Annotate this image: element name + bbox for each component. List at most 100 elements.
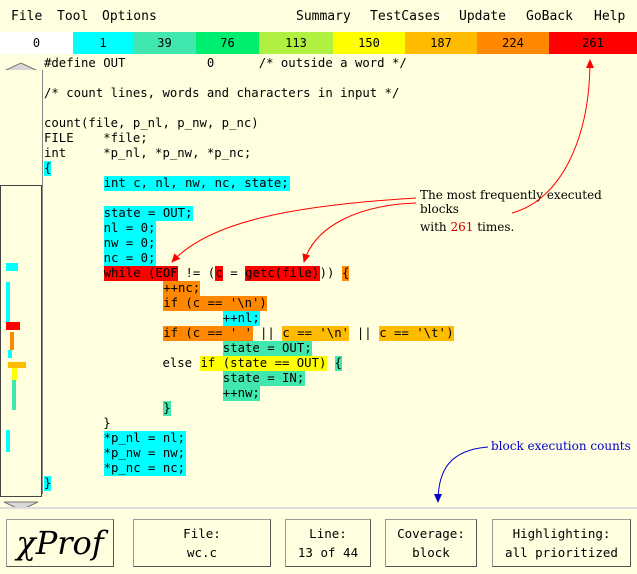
- executed-block: if (c == ' ': [163, 326, 253, 341]
- minimap-block: [10, 332, 14, 350]
- legend-cell-150: 150: [333, 32, 405, 54]
- code-text: )): [319, 266, 342, 280]
- minimap-block: [6, 263, 18, 271]
- scrollbar-track[interactable]: [0, 70, 43, 497]
- legend-cell-39: 39: [133, 32, 196, 54]
- file-panel[interactable]: File: wc.c: [133, 519, 271, 567]
- code-text: int *p_nl, *p_nw, *p_nc;: [44, 146, 252, 160]
- execution-count-legend: 0 1 39 76 113 150 187 224 261: [0, 32, 637, 54]
- code-text: }: [44, 416, 111, 430]
- code-text: [44, 461, 104, 476]
- file-value: wc.c: [186, 545, 218, 560]
- minimap-block: [6, 282, 10, 322]
- coverage-label: Coverage:: [397, 526, 465, 541]
- code-text: [44, 221, 104, 236]
- executed-block: {: [44, 161, 52, 176]
- menu-summary[interactable]: Summary: [296, 9, 351, 24]
- executed-block: c == '\n': [282, 326, 350, 341]
- menu-file[interactable]: File: [11, 9, 43, 24]
- annotation-frequent-blocks: The most frequently executed blocks with…: [420, 188, 602, 234]
- code-text: [44, 446, 104, 461]
- code-text: #define OUT 0 /* outside a word */: [44, 56, 407, 70]
- code-text: /* count lines, words and characters in …: [44, 86, 400, 100]
- highlighting-value: all prioritized: [505, 545, 618, 560]
- menu-update[interactable]: Update: [459, 9, 506, 24]
- executed-block: *p_nw = nw;: [103, 446, 186, 461]
- file-label: File:: [183, 526, 221, 541]
- menu-options[interactable]: Options: [102, 9, 157, 24]
- legend-cell-113: 113: [259, 32, 333, 54]
- annotation-block-counts: block execution counts: [491, 439, 631, 453]
- executed-block: getc(file): [245, 266, 320, 281]
- code-text: [44, 296, 163, 311]
- code-text: [44, 326, 163, 341]
- executed-block: nc = 0;: [103, 251, 156, 266]
- line-value: 13 of 44: [297, 545, 359, 560]
- annotation-frequent-count: 261: [450, 220, 474, 234]
- line-label: Line:: [309, 526, 347, 541]
- scrollbar-thumb[interactable]: [0, 185, 42, 497]
- executed-block: int c, nl, nw, nc, state;: [103, 176, 290, 191]
- code-text: [44, 311, 223, 326]
- code-text: [44, 206, 104, 221]
- executed-block: if (c == '\n'): [163, 296, 268, 311]
- executed-block: ++nw;: [222, 386, 261, 401]
- code-text: else: [44, 356, 200, 370]
- executed-block: }: [44, 476, 52, 491]
- arrow-to-while: [171, 197, 417, 263]
- code-text: [44, 431, 104, 446]
- code-text: [44, 341, 223, 356]
- code-text: [44, 386, 223, 401]
- code-text: [327, 356, 334, 371]
- code-text: [44, 251, 104, 266]
- menu-tool[interactable]: Tool: [57, 9, 89, 24]
- minimap-block: [6, 430, 10, 452]
- legend-cell-0: 0: [0, 32, 73, 54]
- legend-cell-1: 1: [73, 32, 133, 54]
- executed-block: *p_nl = nl;: [103, 431, 186, 446]
- minimap-block: [12, 368, 17, 380]
- menu-testcases[interactable]: TestCases: [370, 9, 441, 24]
- executed-block: nw = 0;: [103, 236, 156, 251]
- executed-block: c == '\t': [379, 326, 447, 341]
- executed-block: c: [215, 266, 223, 281]
- scroll-up-arrow[interactable]: [0, 57, 42, 72]
- executed-block: ++nl;: [222, 311, 261, 326]
- code-text: ||: [252, 326, 283, 340]
- executed-block: if: [200, 356, 216, 371]
- executed-block: nl = 0;: [103, 221, 156, 236]
- highlighting-panel[interactable]: Highlighting: all prioritized: [492, 519, 631, 567]
- legend-cell-187: 187: [405, 32, 477, 54]
- code-text: [44, 236, 104, 251]
- menu-bar: File Tool Options Summary TestCases Upda…: [0, 0, 637, 32]
- minimap-block: [12, 380, 16, 410]
- executed-block: {: [342, 266, 350, 281]
- executed-block: }: [163, 401, 171, 416]
- executed-block: *p_nc = nc;: [103, 461, 186, 476]
- code-text: count(file, p_nl, p_nw, p_nc): [44, 116, 259, 130]
- code-text: [44, 401, 163, 416]
- legend-cell-261: 261: [549, 32, 637, 54]
- minimap-block: [8, 362, 26, 368]
- executed-block: state = OUT;: [222, 341, 313, 356]
- menu-goback[interactable]: GoBack: [526, 9, 573, 24]
- coverage-panel[interactable]: Coverage: block: [385, 519, 477, 567]
- minimap-block: [6, 322, 20, 330]
- legend-cell-76: 76: [196, 32, 259, 54]
- code-text: [44, 266, 104, 281]
- scroll-down-arrow[interactable]: [0, 496, 42, 511]
- executed-block: state = IN;: [222, 371, 305, 386]
- code-text: [44, 281, 163, 296]
- menu-help[interactable]: Help: [594, 9, 626, 24]
- executed-block: ): [446, 326, 454, 341]
- coverage-value: block: [412, 545, 450, 560]
- arrow-to-coverage: [434, 446, 489, 503]
- executed-block: ++nc;: [163, 281, 201, 296]
- xprof-logo: χProf: [16, 524, 104, 562]
- line-panel[interactable]: Line: 13 of 44: [285, 519, 371, 567]
- code-text: ||: [349, 326, 380, 340]
- code-text: != (: [178, 266, 216, 280]
- status-bar: χProf File: wc.c Line: 13 of 44 Coverage…: [0, 507, 637, 574]
- executed-block: state = OUT;: [103, 206, 193, 221]
- minimap-block: [8, 350, 12, 358]
